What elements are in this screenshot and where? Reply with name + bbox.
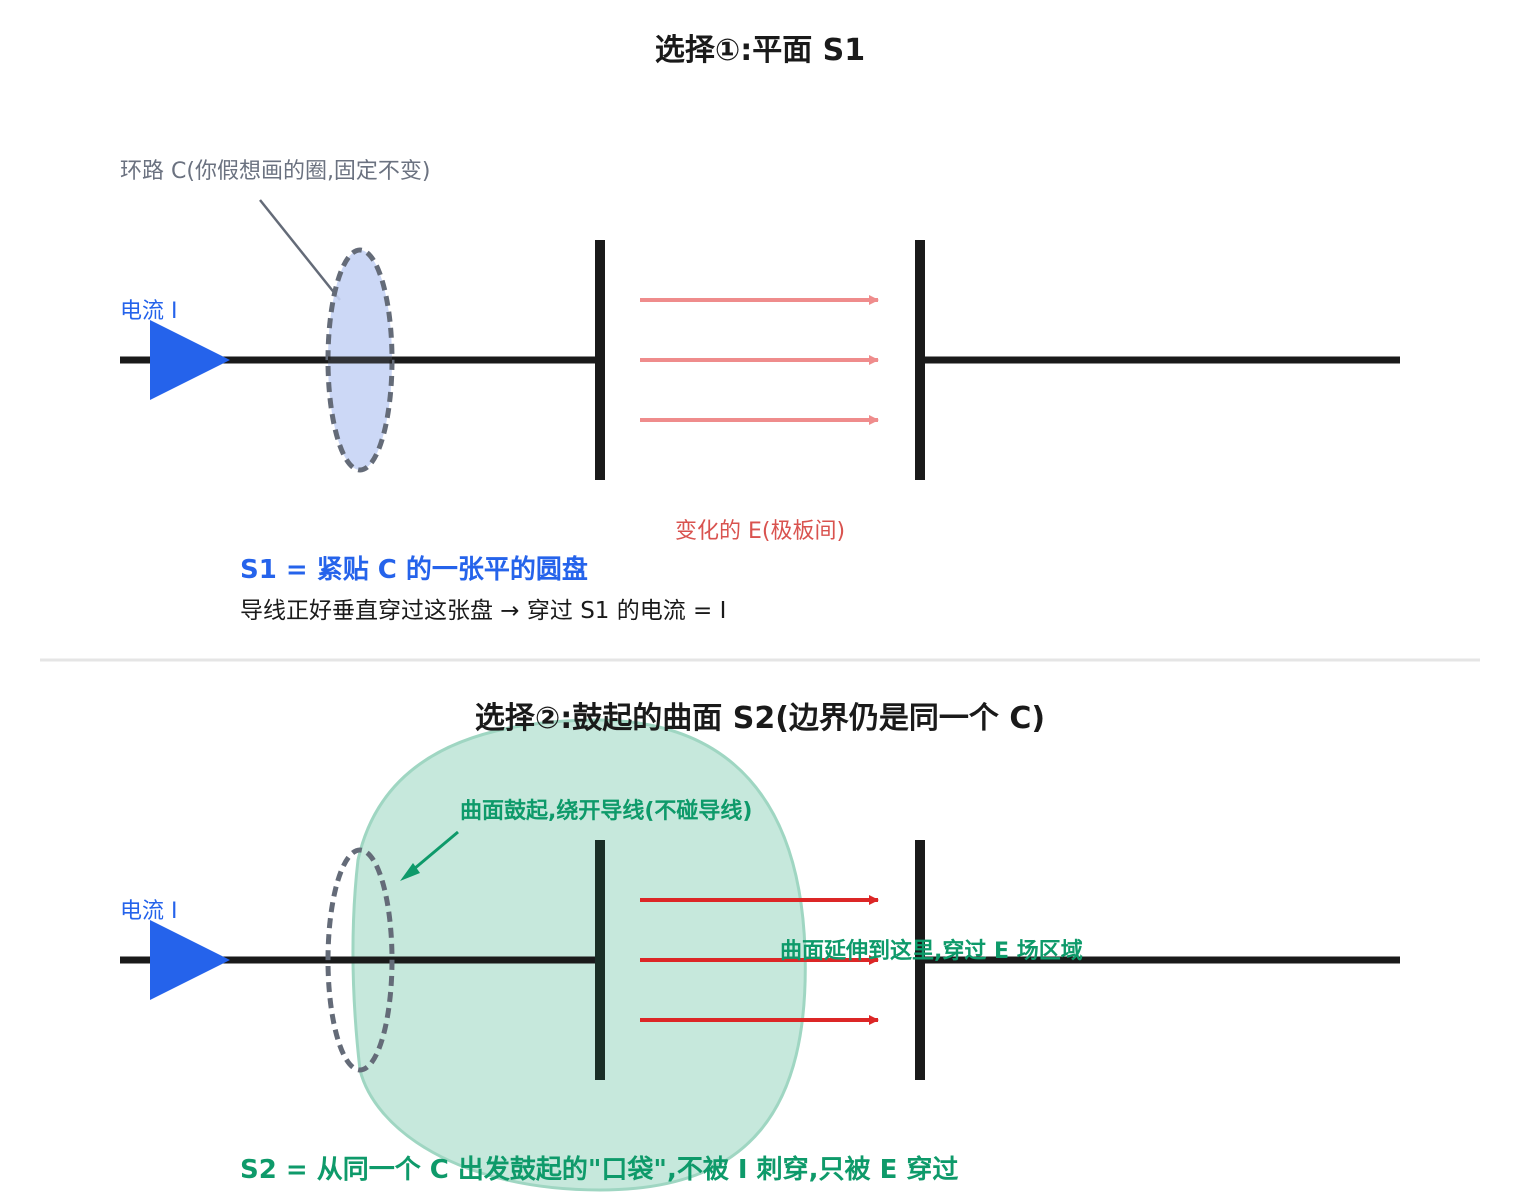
s1-description-body: 导线正好垂直穿过这张盘 → 穿过 S1 的电流 = I <box>240 598 726 624</box>
panel1-title: 选择①:平面 S1 <box>655 33 865 68</box>
s2-description-title: S2 = 从同一个 C 出发鼓起的"口袋",不被 I 刺穿,只被 E 穿过 <box>240 1154 958 1185</box>
loop-pointer-line <box>259 199 341 301</box>
pocket-surface-s2 <box>351 718 807 1192</box>
bulge-pointer-arrow <box>407 830 459 876</box>
panel2-title: 选择②:鼓起的曲面 S2(边界仍是同一个 C) <box>475 701 1045 736</box>
current-label-2: 电流 I <box>120 899 177 924</box>
s1-description-title: S1 = 紧贴 C 的一张平的圆盘 <box>240 554 588 585</box>
loop-c-boundary <box>325 847 395 1073</box>
loop-label: 环路 C(你假想画的圈,固定不变) <box>120 159 431 184</box>
bulge-pointer-arrowhead <box>400 863 420 881</box>
bulge-note: 曲面鼓起,绕开导线(不碰导线) <box>460 798 752 824</box>
current-arrow-icon <box>150 320 230 400</box>
current-label: 电流 I <box>120 299 177 324</box>
efield-label: 变化的 E(极板间) <box>675 519 845 544</box>
current-arrow-icon-2 <box>150 920 230 1000</box>
extend-note: 曲面延伸到这里,穿过 E 场区域 <box>780 938 1083 964</box>
panel-bulged-surface: 选择②:鼓起的曲面 S2(边界仍是同一个 C) 曲面鼓起,绕开导线(不碰导线) … <box>120 701 1400 1192</box>
panel-flat-surface: 选择①:平面 S1 环路 C(你假想画的圈,固定不变) 电流 I 变化的 E(极… <box>120 33 1400 624</box>
